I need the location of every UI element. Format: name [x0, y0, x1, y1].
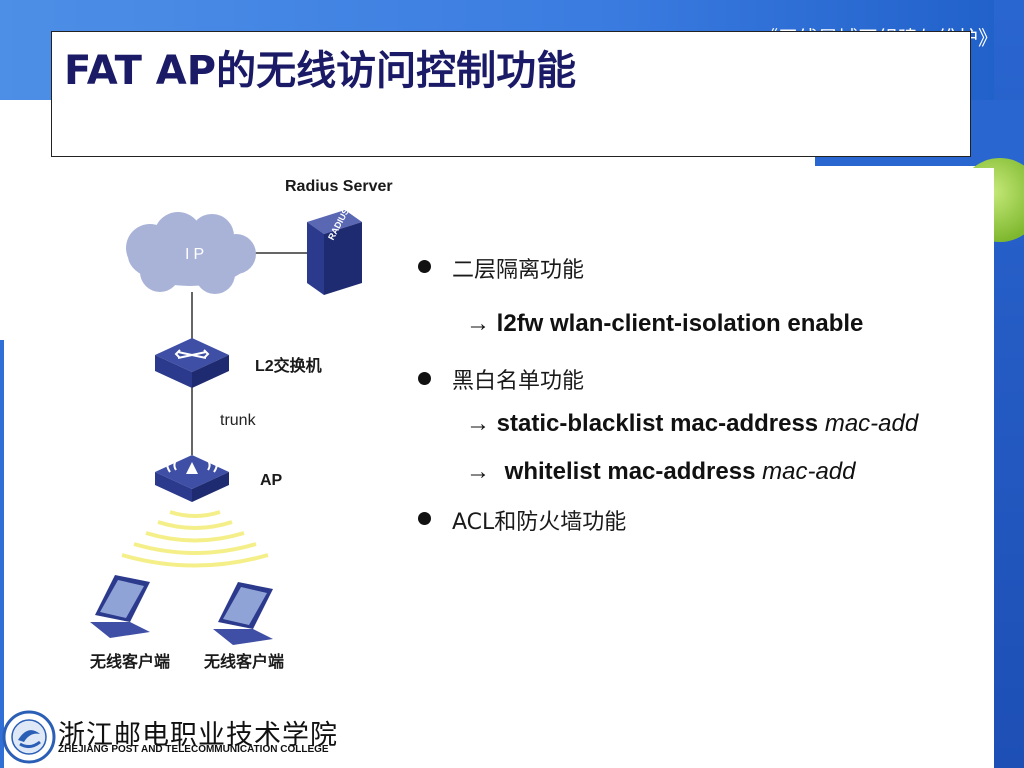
arrow-right-icon: → — [466, 458, 490, 485]
client-label: 无线客户端 — [90, 654, 171, 671]
command-param: mac-add — [762, 458, 856, 485]
command-line: → whitelist mac-address mac-add — [466, 458, 855, 486]
college-logo-icon — [2, 710, 56, 764]
radius-server-icon — [307, 210, 362, 295]
arrow-right-icon: → — [466, 310, 490, 337]
client-label: 无线客户端 — [204, 654, 285, 671]
college-name-cn: 浙江邮电职业技术学院 — [58, 720, 338, 751]
ap-label: AP — [260, 472, 283, 489]
radius-server-label: Radius Server — [285, 178, 393, 195]
title-box: FAT AP的无线访问控制功能 — [51, 31, 971, 157]
bullet-dot — [418, 512, 431, 525]
bullet-item: 二层隔离功能 — [452, 258, 585, 283]
l2-switch-icon — [155, 338, 229, 388]
command-text: static-blacklist mac-address — [496, 410, 819, 437]
command-param: mac-add — [824, 410, 919, 437]
bullet-item: 黑白名单功能 — [452, 369, 585, 394]
command-line: → l2fw wlan-client-isolation enable — [466, 310, 863, 338]
arrow-right-icon: → — [466, 410, 490, 437]
ap-icon — [155, 452, 229, 502]
cloud-label: IP — [185, 246, 209, 263]
command-text: l2fw wlan-client-isolation enable — [496, 310, 864, 337]
command-line: → static-blacklist mac-address mac-add — [466, 410, 918, 438]
laptop-icon — [90, 575, 150, 638]
wireless-waves-icon — [121, 510, 269, 568]
ip-cloud-icon — [126, 212, 256, 294]
command-text: whitelist mac-address — [504, 458, 756, 485]
college-name-en: ZHEJIANG POST AND TELECOMMUNICATION COLL… — [58, 744, 329, 755]
laptop-icon — [213, 582, 273, 645]
switch-label: L2交换机 — [255, 358, 322, 375]
bullet-item: ACL和防火墙功能 — [452, 510, 627, 535]
bullet-dot — [418, 372, 431, 385]
feature-list: 二层隔离功能 → l2fw wlan-client-isolation enab… — [416, 248, 996, 548]
bullet-dot — [418, 260, 431, 273]
slide-title: FAT AP的无线访问控制功能 — [64, 48, 577, 94]
trunk-label: trunk — [220, 412, 256, 429]
